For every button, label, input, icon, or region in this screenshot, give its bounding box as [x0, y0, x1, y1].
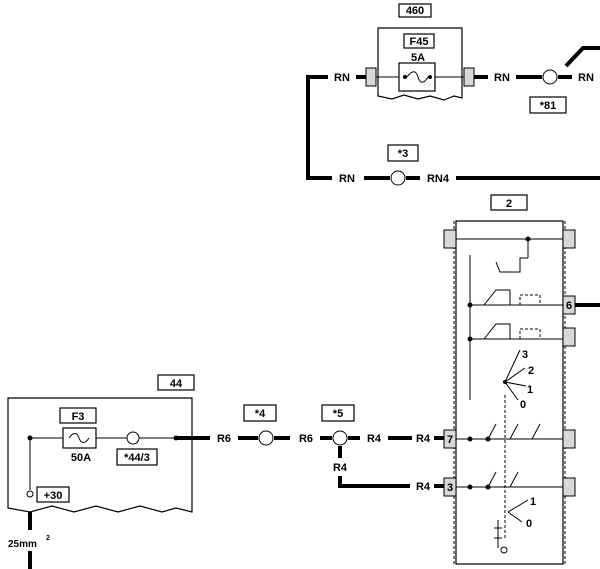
label-2-box [490, 194, 528, 211]
label-f3-box [59, 407, 97, 424]
label-f3: F3 [72, 411, 85, 423]
svg-text:2: 2 [46, 535, 50, 542]
label-connector-3: *3 [398, 148, 408, 160]
module-2-right-conn-1 [562, 229, 576, 249]
switch-lower-0: 0 [526, 518, 532, 530]
label-44-box [157, 374, 195, 391]
wire-rn-bottom: RN [339, 173, 355, 185]
label-f45: F45 [410, 36, 429, 48]
switch-pos-1: 1 [527, 384, 533, 396]
label-terminal-30: +30 [44, 490, 63, 502]
label-f45-rating: 5A [411, 52, 425, 64]
wire-r6-right: R6 [299, 433, 313, 445]
connector-5-box [321, 404, 355, 422]
fuse-f45-symbol [406, 71, 429, 83]
switch-pos-3: 3 [522, 349, 528, 361]
switch-pos-2: 2 [528, 365, 534, 377]
fuse-box-44 [7, 397, 193, 513]
label-pin-7: 7 [447, 434, 453, 446]
connector-460-left [365, 67, 377, 87]
terminal-30-box [36, 486, 70, 503]
wire-r4-pin3: R4 [416, 481, 431, 493]
label-connector-4: *4 [255, 408, 266, 420]
connector-4-box [243, 404, 277, 422]
module-2-left-conn-top [443, 229, 457, 249]
module-2-right-conn-3 [562, 327, 576, 347]
label-module-2: 2 [506, 198, 512, 210]
connector-3-node [390, 170, 406, 186]
connector-81-node [542, 69, 558, 85]
wire-r4-mid: R4 [367, 433, 382, 445]
label-connector-5: *5 [333, 408, 343, 420]
label-460: 460 [406, 5, 424, 17]
label-f3-rating: 50A [71, 452, 91, 464]
label-460-box [398, 3, 432, 18]
switch-pos-0: 0 [520, 399, 526, 411]
switch-lower-1: 1 [530, 496, 536, 508]
label-connector-81: *81 [540, 100, 557, 112]
label-pin-3: 3 [447, 482, 453, 494]
connector-5-node [332, 430, 348, 446]
label-44: 44 [170, 378, 183, 390]
wire-r6-left: R6 [217, 433, 231, 445]
label-f45-box [403, 33, 435, 49]
wire-rn-loop [306, 75, 332, 180]
module-2-body [455, 220, 564, 565]
wire-rn-far-right: RN [578, 72, 594, 84]
connector-81-box [529, 96, 567, 114]
label-cable-size: 25mm [8, 539, 37, 550]
wire-rn-top-left: RN [334, 72, 350, 84]
connector-3-box [387, 144, 419, 162]
label-connector-44-3: *44/3 [124, 452, 150, 464]
label-pin-6: 6 [566, 300, 572, 312]
wire-r4-pin7: R4 [416, 433, 431, 445]
wire-rn-top-right: RN [494, 72, 510, 84]
module-2-right-conn-5 [562, 477, 576, 497]
connector-44-3-node [126, 431, 140, 445]
terminal-30-node [26, 490, 34, 498]
connector-460-right [463, 67, 475, 87]
connector-44-3-box [116, 448, 158, 466]
connector-4-node [258, 430, 274, 446]
wire-rn4: RN4 [427, 173, 450, 185]
wire-r4-down: R4 [333, 462, 348, 474]
module-2-right-conn-4 [562, 429, 576, 449]
